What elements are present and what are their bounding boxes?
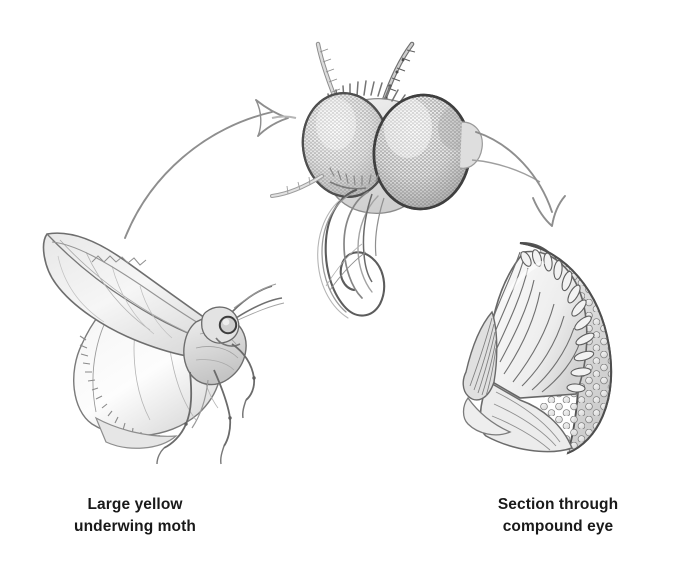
moth-illustration (42, 232, 285, 465)
arrow-moth-to-head (124, 99, 289, 239)
caption-moth: Large yellow underwing moth (74, 496, 196, 536)
compound-eye-section-illustration (462, 242, 613, 455)
caption-compound-eye: Section through compound eye (497, 496, 619, 536)
arrow-head-to-eye-section (475, 131, 566, 227)
moth-head-illustration (270, 41, 541, 319)
